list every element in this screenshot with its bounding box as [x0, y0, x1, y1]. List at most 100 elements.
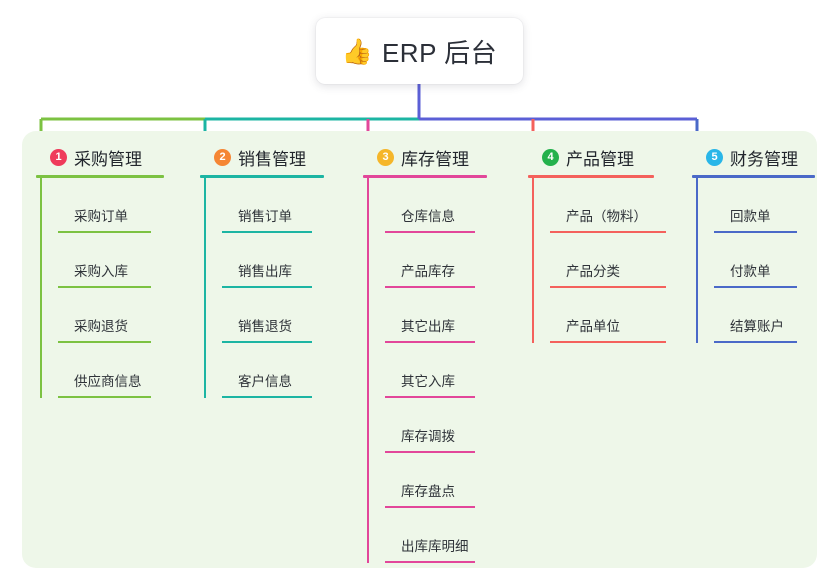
branch-item[interactable]: 结算账户 — [714, 288, 815, 343]
branch-item-label: 产品（物料） — [566, 209, 647, 224]
branch-item[interactable]: 销售订单 — [222, 178, 324, 233]
branch-item-list: 销售订单销售出库销售退货客户信息 — [200, 178, 324, 398]
branch-item-underline — [222, 286, 312, 288]
branch-item[interactable]: 产品（物料） — [550, 178, 666, 233]
branch-item-label: 采购入库 — [74, 264, 128, 279]
branch-item-underline — [385, 561, 475, 563]
branch-item[interactable]: 付款单 — [714, 233, 815, 288]
thumbs-up-icon: 👍 — [341, 37, 373, 66]
branch-item-underline — [714, 231, 797, 233]
branch-column-1: 1 采购管理采购订单采购入库采购退货供应商信息 — [36, 145, 164, 398]
branch-item[interactable]: 回款单 — [714, 178, 815, 233]
branch-spine — [40, 178, 42, 398]
branch-header-1[interactable]: 1 采购管理 — [36, 145, 164, 169]
branch-underline — [528, 175, 654, 178]
branch-item[interactable]: 产品分类 — [550, 233, 666, 288]
branch-item-underline — [385, 506, 475, 508]
branch-item-underline — [550, 286, 666, 288]
branch-item-underline — [58, 341, 151, 343]
branch-item-label: 采购订单 — [74, 209, 128, 224]
branch-item-underline — [385, 231, 475, 233]
branch-underline — [200, 175, 324, 178]
branch-item-list: 采购订单采购入库采购退货供应商信息 — [36, 178, 164, 398]
branch-number-badge: 4 — [542, 148, 559, 166]
branch-item-label: 产品库存 — [401, 264, 455, 279]
branch-underline — [692, 175, 815, 178]
branch-item-label: 客户信息 — [238, 374, 292, 389]
branch-item[interactable]: 采购订单 — [58, 178, 164, 233]
branch-number-badge: 5 — [706, 148, 723, 166]
branch-item-label: 采购退货 — [74, 319, 128, 334]
branch-item-label: 仓库信息 — [401, 209, 455, 224]
branch-item-label: 库存盘点 — [401, 484, 455, 499]
branch-item-underline — [714, 286, 797, 288]
branch-item-underline — [385, 341, 475, 343]
branch-column-5: 5 财务管理回款单付款单结算账户 — [692, 145, 815, 343]
branches-panel — [22, 131, 817, 568]
branch-item-label: 库存调拨 — [401, 429, 455, 444]
branch-number-badge: 1 — [50, 148, 67, 166]
branch-item-underline — [58, 231, 151, 233]
branch-item-underline — [222, 341, 312, 343]
branch-title: 产品管理 — [566, 149, 634, 169]
branch-item-underline — [385, 396, 475, 398]
branch-underline — [36, 175, 164, 178]
branch-item-label: 销售出库 — [238, 264, 292, 279]
branch-item-label: 其它出库 — [401, 319, 455, 334]
branch-column-3: 3 库存管理仓库信息产品库存其它出库其它入库库存调拨库存盘点出库库明细 — [363, 145, 487, 563]
root-node-title: ERP 后台 — [381, 37, 498, 68]
branch-item-label: 其它入库 — [401, 374, 455, 389]
branch-column-2: 2 销售管理销售订单销售出库销售退货客户信息 — [200, 145, 324, 398]
branch-header-5[interactable]: 5 财务管理 — [692, 145, 815, 169]
branch-title: 销售管理 — [238, 149, 306, 169]
branch-item-label: 结算账户 — [730, 319, 784, 334]
branch-item[interactable]: 采购入库 — [58, 233, 164, 288]
branch-item[interactable]: 库存调拨 — [385, 398, 487, 453]
branch-underline — [363, 175, 487, 178]
branch-item-label: 供应商信息 — [74, 374, 142, 389]
branch-title: 财务管理 — [730, 149, 798, 169]
branch-title: 采购管理 — [74, 149, 142, 169]
branch-item-list: 产品（物料） 产品分类产品单位 — [528, 178, 666, 343]
branch-item-underline — [550, 231, 666, 233]
branch-header-3[interactable]: 3 库存管理 — [363, 145, 487, 169]
root-node[interactable]: 👍 ERP 后台 — [316, 18, 523, 84]
branch-item-label: 销售退货 — [238, 319, 292, 334]
branch-item-label: 付款单 — [730, 264, 771, 279]
branch-header-4[interactable]: 4 产品管理 — [528, 145, 654, 169]
branch-item[interactable]: 客户信息 — [222, 343, 324, 398]
branch-item-list: 仓库信息产品库存其它出库其它入库库存调拨库存盘点出库库明细 — [363, 178, 487, 563]
branch-spine — [204, 178, 206, 398]
branch-item-underline — [550, 341, 666, 343]
branch-item-label: 产品单位 — [566, 319, 620, 334]
branch-item[interactable]: 供应商信息 — [58, 343, 164, 398]
branch-item[interactable]: 其它入库 — [385, 343, 487, 398]
branch-item-underline — [222, 396, 312, 398]
branch-item[interactable]: 采购退货 — [58, 288, 164, 343]
branch-column-4: 4 产品管理产品（物料） 产品分类产品单位 — [528, 145, 666, 343]
branch-item[interactable]: 产品单位 — [550, 288, 666, 343]
root-node-content: 👍 ERP 后台 — [342, 33, 497, 70]
branch-item[interactable]: 其它出库 — [385, 288, 487, 343]
branch-spine — [532, 178, 534, 343]
branch-item[interactable]: 销售退货 — [222, 288, 324, 343]
branch-title: 库存管理 — [401, 149, 469, 169]
branch-item[interactable]: 销售出库 — [222, 233, 324, 288]
branch-header-2[interactable]: 2 销售管理 — [200, 145, 324, 169]
branch-item-underline — [385, 451, 475, 453]
branch-spine — [696, 178, 698, 343]
branch-item-label: 回款单 — [730, 209, 771, 224]
branch-item-underline — [222, 231, 312, 233]
branch-item-label: 销售订单 — [238, 209, 292, 224]
branch-number-badge: 2 — [214, 148, 231, 166]
branch-item[interactable]: 出库库明细 — [385, 508, 487, 563]
branch-item-underline — [58, 286, 151, 288]
branch-item[interactable]: 库存盘点 — [385, 453, 487, 508]
branch-item-list: 回款单付款单结算账户 — [692, 178, 815, 343]
branch-number-badge: 3 — [377, 148, 394, 166]
branch-item[interactable]: 仓库信息 — [385, 178, 487, 233]
branch-item-underline — [714, 341, 797, 343]
branch-item[interactable]: 产品库存 — [385, 233, 487, 288]
branch-spine — [367, 178, 369, 563]
